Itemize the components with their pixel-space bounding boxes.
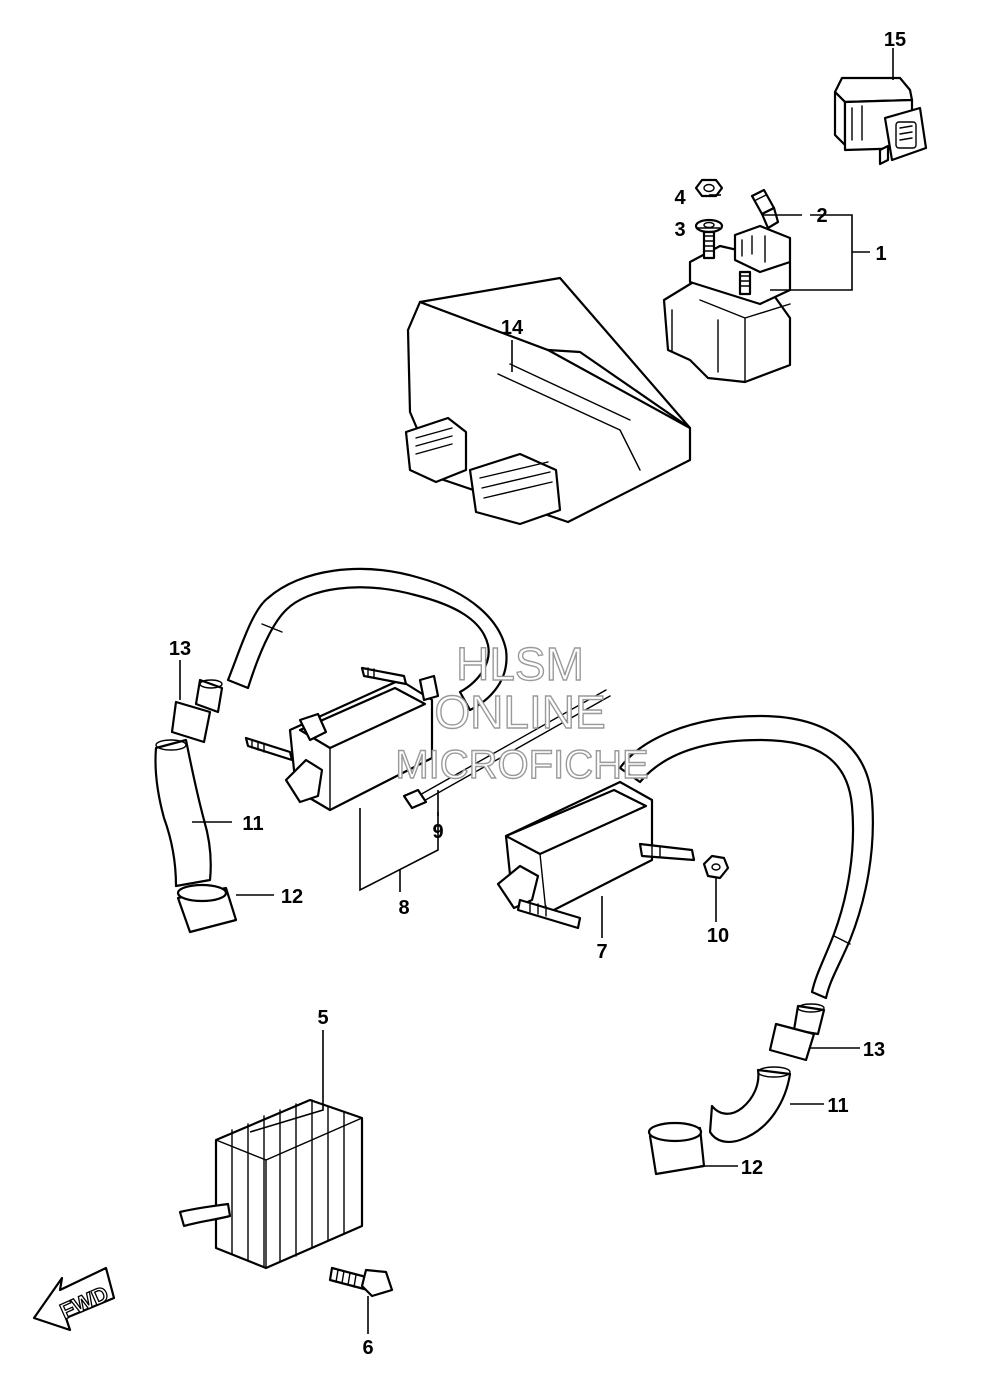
part-13-plug-cap-right[interactable] xyxy=(768,1003,826,1062)
part-11-boot-left[interactable] xyxy=(154,738,212,888)
part-4-nut[interactable] xyxy=(694,178,724,198)
callout-14: 14 xyxy=(501,317,524,339)
callout-13-left: 13 xyxy=(169,638,191,660)
part-9-wire-clamp[interactable] xyxy=(402,689,611,810)
callout-1: 1 xyxy=(875,243,886,265)
callout-7: 7 xyxy=(596,941,607,963)
part-12-cover-right[interactable] xyxy=(647,1121,706,1176)
watermark-line-2: ONLINE xyxy=(434,686,605,738)
fwd-arrow-icon xyxy=(32,1266,116,1332)
part-2-fuse[interactable] xyxy=(750,188,780,230)
callout-4: 4 xyxy=(674,187,686,209)
part-15-connector[interactable] xyxy=(833,76,928,166)
callout-9: 9 xyxy=(432,821,443,843)
watermark-line-3: MICROFICHE xyxy=(395,743,648,787)
callout-3: 3 xyxy=(674,219,685,241)
callout-11-right: 11 xyxy=(827,1095,848,1117)
part-8-ignition-coil[interactable] xyxy=(244,666,440,812)
fwd-direction-badge: FWD xyxy=(32,1266,116,1332)
callout-15: 15 xyxy=(884,29,906,51)
leader-lines xyxy=(179,48,894,1334)
watermark: HLSM ONLINE MICROFICHE xyxy=(395,637,650,787)
part-1-starter-relay[interactable] xyxy=(662,224,792,384)
callout-6: 6 xyxy=(362,1337,373,1359)
callout-labels: 15 4 3 2 1 14 13 11 12 9 8 7 10 13 11 12… xyxy=(169,29,906,1359)
callout-12-left: 12 xyxy=(281,886,303,908)
callout-2: 2 xyxy=(816,205,827,227)
part-13-plug-cap-left[interactable] xyxy=(170,678,224,744)
part-3-washer[interactable] xyxy=(694,218,724,234)
callout-5: 5 xyxy=(317,1007,328,1029)
watermark-line-1: HLSM xyxy=(456,638,584,690)
part-11-boot-right[interactable] xyxy=(708,1066,792,1143)
ignition-lead-left xyxy=(226,567,508,712)
part-5-regulator-rectifier[interactable] xyxy=(178,1098,364,1270)
part-6-bolt[interactable] xyxy=(328,1266,394,1298)
part-12-cover-left[interactable] xyxy=(176,883,238,934)
part-14-ecm[interactable] xyxy=(404,276,692,526)
part-7-ignition-coil[interactable] xyxy=(496,780,696,930)
callout-11-left: 11 xyxy=(242,813,263,835)
callout-12-right: 12 xyxy=(741,1157,763,1179)
callout-10: 10 xyxy=(707,925,729,947)
callout-13-right: 13 xyxy=(863,1039,885,1061)
part-10-nut[interactable] xyxy=(702,854,730,880)
callout-8: 8 xyxy=(398,897,409,919)
ignition-lead-right xyxy=(618,714,874,1000)
